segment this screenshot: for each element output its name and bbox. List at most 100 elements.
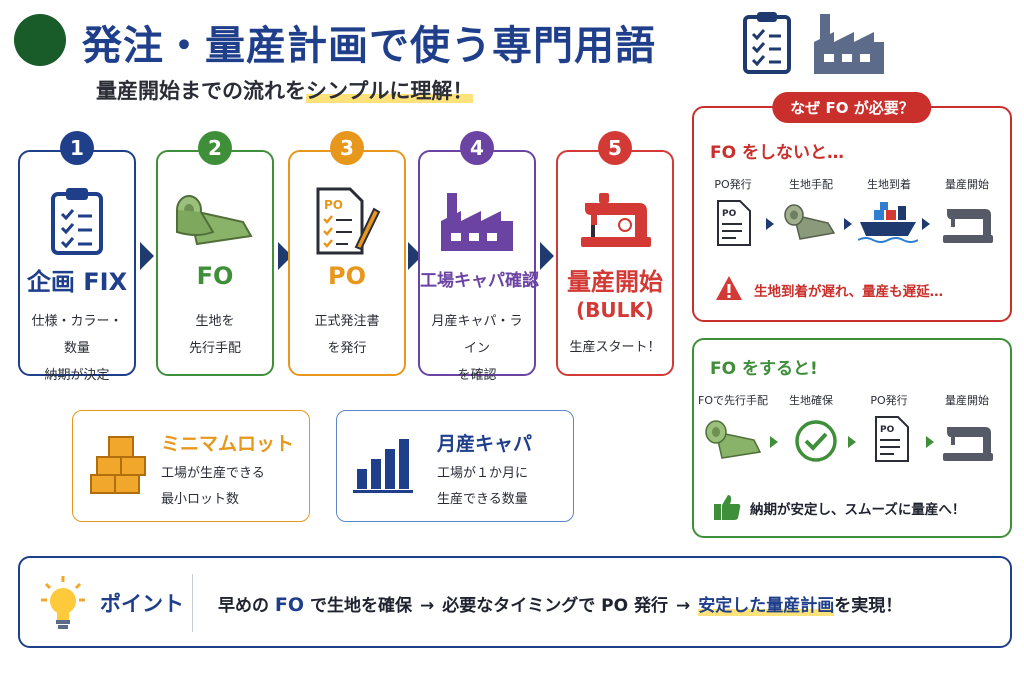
fabric-roll-icon bbox=[780, 198, 840, 248]
header-dot bbox=[14, 14, 66, 66]
arrow-right-icon bbox=[766, 218, 774, 230]
page-subtitle: 量産開始までの流れをシンプルに理解！ bbox=[96, 75, 474, 105]
step-desc-line: を発行 bbox=[327, 341, 367, 356]
info-box-monthly-capacity: 月産キャパ 工場が１か月に生産できる数量 bbox=[336, 410, 574, 522]
page-title: 発注・量産計画で使う専門用語 bbox=[82, 23, 656, 69]
info-desc-line: 最小ロット数 bbox=[161, 492, 240, 507]
fo-benefit-panel: FO をすると! FOで先行手配 生地確保 PO発行 量産開始 PO bbox=[692, 338, 1012, 538]
info-title: ミニマムロット bbox=[161, 433, 295, 455]
chevron-right-icon bbox=[540, 242, 554, 270]
panel-title: FO をすると! bbox=[710, 359, 818, 379]
arrow-icon: → bbox=[419, 596, 435, 616]
step-card-po: 3 PO PO 正式発注書を発行 bbox=[288, 131, 406, 376]
process-steps: 1 企画 FIX 仕様・カラー・数量納期が決定 2 FO 生地を先行手配 bbox=[18, 130, 674, 383]
subtitle-highlight: シンプルに理解！ bbox=[306, 79, 474, 103]
flow-label: 生地確保 bbox=[789, 394, 833, 407]
why-fo-panel: なぜ FO が必要？ FO をしないと… PO発行 生地手配 生地到着 量産開始… bbox=[692, 92, 1012, 322]
step-card-capacity-check: 4 工場キャパ確認 月産キャパ・ラインを確認 bbox=[418, 131, 539, 383]
warning-icon bbox=[714, 274, 744, 306]
sewing-machine-icon bbox=[938, 198, 998, 248]
point-text-part: を実現！ bbox=[834, 596, 903, 616]
clipboard-icon bbox=[20, 182, 134, 260]
cargo-ship-icon bbox=[858, 196, 918, 246]
po-document-icon: PO bbox=[704, 198, 764, 248]
fabric-roll-icon bbox=[158, 182, 272, 260]
info-description: 工場が生産できる最小ロット数 bbox=[161, 461, 265, 513]
po-document-icon: PO bbox=[290, 182, 404, 260]
point-fo: FO bbox=[274, 594, 305, 616]
flow-label: 生地到着 bbox=[867, 178, 911, 191]
svg-text:PO: PO bbox=[722, 209, 737, 219]
step-card-mass-production: 5 量産開始 (BULK) 生産スタート！ bbox=[556, 131, 674, 376]
info-desc-line: 工場が生産できる bbox=[161, 466, 265, 481]
info-desc-line: 生産できる数量 bbox=[437, 492, 528, 507]
step-desc-line: 生地を bbox=[195, 314, 235, 329]
point-bar: ポイント 早めの FO で生地を確保→必要なタイミングで PO 発行→安定した量… bbox=[18, 556, 1012, 648]
step-number: 1 bbox=[60, 131, 94, 165]
info-title: 月産キャパ bbox=[437, 433, 533, 455]
step-card-plan-fix: 1 企画 FIX 仕様・カラー・数量納期が決定 bbox=[18, 131, 136, 383]
lightbulb-icon bbox=[40, 574, 86, 636]
arrow-right-icon bbox=[844, 218, 852, 230]
factory-icon bbox=[814, 14, 884, 74]
step-number: 2 bbox=[198, 131, 232, 165]
panel-note: 納期が安定し、スムーズに量産へ！ bbox=[750, 502, 966, 518]
check-circle-icon bbox=[786, 416, 846, 466]
step-subtitle: (BULK) bbox=[575, 298, 654, 322]
point-text-part: で生地を確保 bbox=[309, 596, 412, 616]
step-title: FO bbox=[196, 262, 234, 290]
step-desc-line: 月産キャパ・ライン bbox=[431, 314, 523, 356]
arrow-icon: → bbox=[675, 596, 691, 616]
step-title: 企画 FIX bbox=[26, 268, 128, 296]
step-description: 正式発注書を発行 bbox=[296, 308, 398, 362]
arrow-right-icon bbox=[926, 436, 934, 448]
step-title: PO bbox=[328, 262, 366, 290]
step-desc-line: を確認 bbox=[457, 368, 497, 383]
step-description: 生地を先行手配 bbox=[164, 308, 266, 362]
panel-title: FO をしないと… bbox=[710, 143, 844, 163]
sewing-machine-icon bbox=[558, 182, 672, 260]
step-number: 3 bbox=[330, 131, 364, 165]
arrow-right-icon bbox=[770, 436, 778, 448]
chevron-right-icon bbox=[140, 242, 154, 270]
arrow-right-icon bbox=[922, 218, 930, 230]
factory-icon bbox=[420, 182, 534, 260]
svg-text:PO: PO bbox=[324, 198, 343, 212]
point-text-part: 早めの bbox=[218, 596, 269, 616]
sewing-machine-icon bbox=[938, 416, 998, 466]
po-document-icon: PO bbox=[862, 414, 922, 464]
arrow-right-icon bbox=[848, 436, 856, 448]
clipboard-icon bbox=[743, 12, 791, 74]
flow-label: PO発行 bbox=[714, 178, 752, 191]
point-text: 早めの FO で生地を確保→必要なタイミングで PO 発行→安定した量産計画を実… bbox=[218, 591, 902, 616]
step-desc-line: 納期が決定 bbox=[44, 368, 110, 383]
point-emphasis: 安定した量産計画 bbox=[698, 596, 835, 616]
step-description: 仕様・カラー・数量納期が決定 bbox=[26, 308, 128, 389]
flow-label: FOで先行手配 bbox=[698, 394, 768, 407]
step-desc-line: 仕様・カラー・数量 bbox=[31, 314, 123, 356]
thumbs-up-icon bbox=[712, 492, 742, 526]
flow-label: PO発行 bbox=[870, 394, 908, 407]
step-desc-line: 先行手配 bbox=[188, 341, 241, 356]
point-label: ポイント bbox=[100, 592, 184, 616]
step-title: 量産開始 bbox=[567, 268, 663, 296]
header-icons bbox=[742, 10, 888, 74]
why-fo-badge: なぜ FO が必要？ bbox=[772, 92, 932, 123]
info-description: 工場が１か月に生産できる数量 bbox=[437, 461, 528, 513]
subtitle-text: 量産開始までの流れを bbox=[96, 79, 306, 103]
step-title: 工場キャパ確認 bbox=[420, 271, 539, 291]
step-desc-line: 正式発注書 bbox=[314, 314, 380, 329]
flow-label: 量産開始 bbox=[945, 178, 989, 191]
panel-note: 生地到着が遅れ、量産も遅延… bbox=[754, 284, 944, 300]
info-desc-line: 工場が１か月に bbox=[437, 466, 529, 481]
info-box-minimum-lot: ミニマムロット 工場が生産できる最小ロット数 bbox=[72, 410, 310, 522]
divider bbox=[192, 574, 193, 632]
flow-label: 生地手配 bbox=[789, 178, 833, 191]
step-description: 生産スタート！ bbox=[564, 334, 666, 361]
step-number: 4 bbox=[460, 131, 494, 165]
step-card-fo: 2 FO 生地を先行手配 bbox=[156, 131, 274, 376]
svg-text:PO: PO bbox=[880, 425, 895, 435]
flow-label: 量産開始 bbox=[945, 394, 989, 407]
step-description: 月産キャパ・ラインを確認 bbox=[426, 308, 528, 389]
step-number: 5 bbox=[598, 131, 632, 165]
